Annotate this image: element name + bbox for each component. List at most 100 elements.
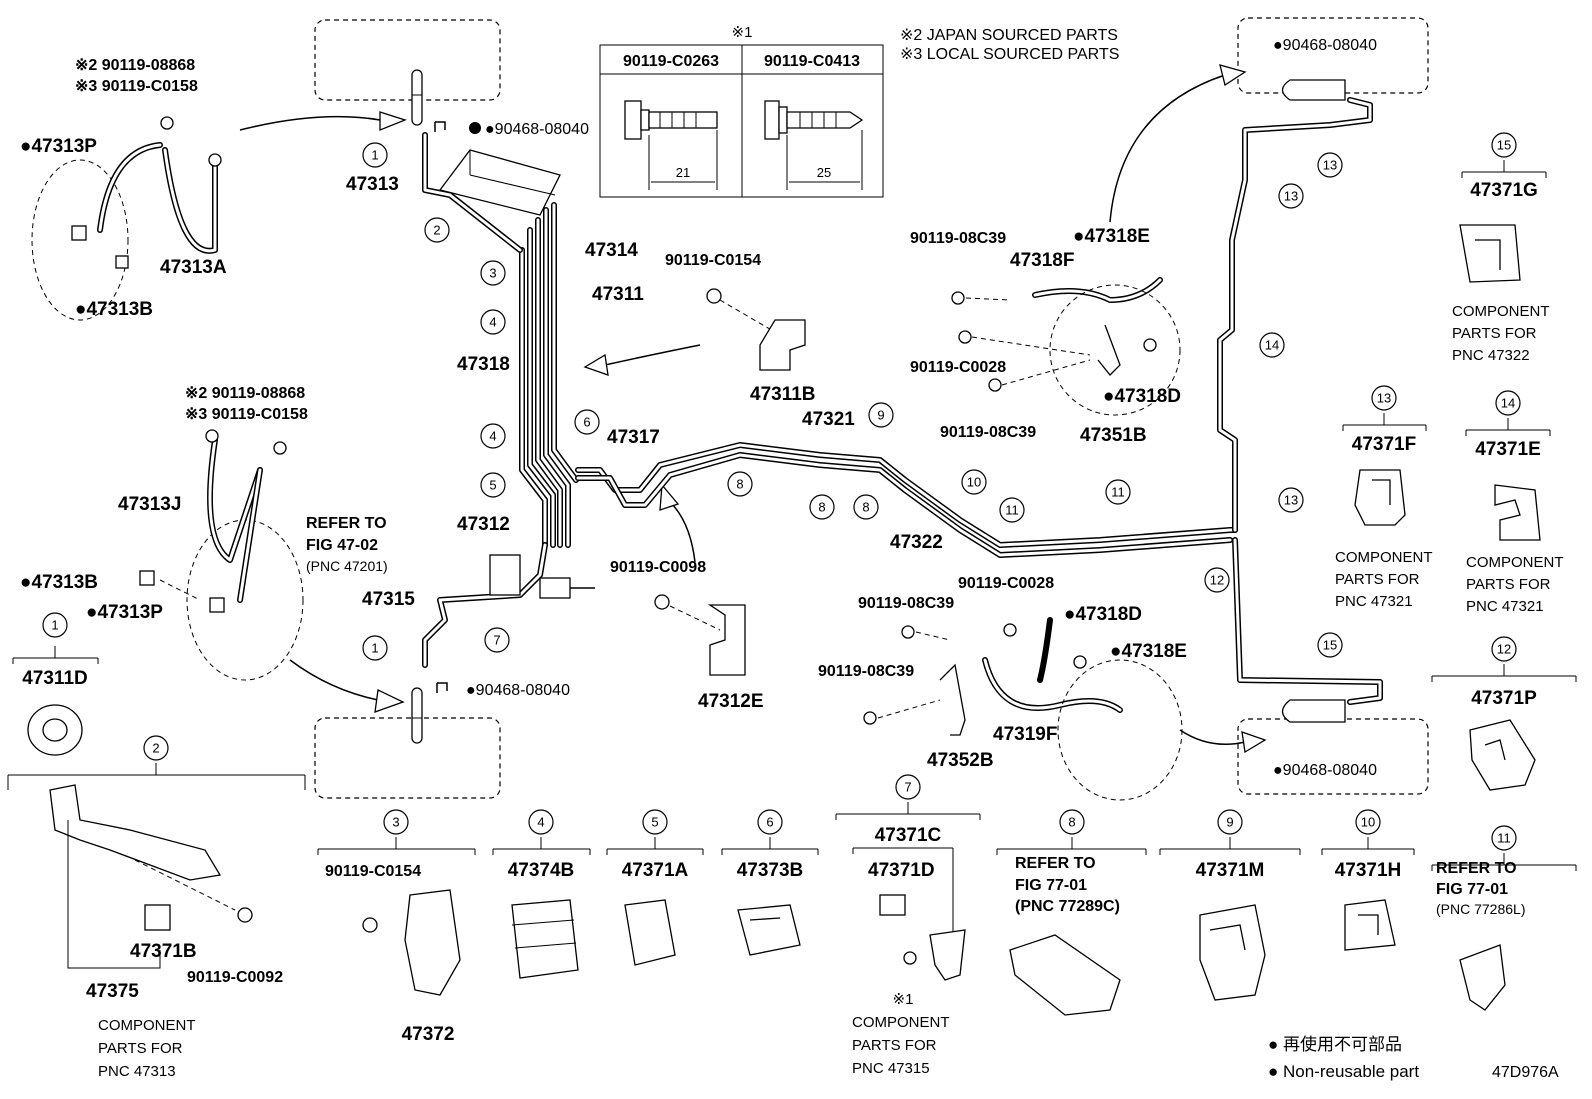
callout-7: 7 — [895, 774, 921, 800]
clip-right-bottom-label: ●90468-08040 — [1273, 762, 1377, 779]
tube-end-bracket-bottom-icon — [1281, 699, 1346, 723]
body-attach-box-right-top — [1237, 17, 1429, 94]
callout-number: 10 — [967, 475, 981, 490]
legend-item-13: 47371F COMPONENT PARTS FOR PNC 47321 — [1335, 413, 1433, 610]
stud-pin-bottom — [411, 687, 423, 744]
label-47318D-bottom: ●47318D — [1064, 604, 1142, 625]
bolt-len-25: 25 — [817, 165, 831, 180]
callout-number: 1 — [51, 618, 58, 633]
svg-text:PARTS FOR: PARTS FOR — [98, 1040, 183, 1057]
clip-47371P-icon — [1469, 719, 1536, 791]
svg-text:47371P: 47371P — [1471, 688, 1537, 709]
tube-bundle-47311 — [519, 202, 579, 548]
callout-1: 1 — [362, 635, 388, 661]
label-90119-08C39-b: 90119-08C39 — [940, 424, 1036, 441]
label-47313B-top: ●47313B — [75, 299, 153, 320]
clip-top-label: ●90468-08040 — [485, 121, 589, 138]
figure-id: 47D976A — [1492, 1064, 1559, 1081]
callout-number: 5 — [651, 815, 658, 830]
clip-77289C-icon — [1009, 934, 1121, 1016]
legend-item-11: REFER TO FIG 77-01 (PNC 77286L) — [1431, 853, 1577, 1011]
callout-13: 13 — [1371, 385, 1397, 411]
svg-text:REFER TO: REFER TO — [1436, 860, 1517, 877]
svg-text:47371C: 47371C — [875, 825, 942, 846]
callout-7: 7 — [484, 627, 510, 653]
svg-text:47374B: 47374B — [508, 860, 575, 881]
svg-text:COMPONENT: COMPONENT — [1452, 303, 1550, 320]
clip-47371M-icon — [1199, 904, 1266, 1001]
clip-47371A-icon — [624, 899, 676, 966]
bolt-21-icon — [624, 100, 718, 190]
svg-text:47371E: 47371E — [1475, 439, 1541, 460]
callout-number: 14 — [1501, 396, 1515, 411]
svg-text:COMPONENT: COMPONENT — [852, 1014, 950, 1031]
callout-number: 8 — [818, 500, 825, 515]
label-47318: 47318 — [457, 354, 510, 375]
svg-text:47371H: 47371H — [1335, 860, 1402, 881]
svg-text:(PNC 77289C): (PNC 77289C) — [1015, 898, 1120, 915]
clip-47371H-icon — [1344, 899, 1396, 951]
svg-text:47371G: 47371G — [1470, 180, 1538, 201]
flex-hose-47318F — [1032, 277, 1163, 303]
callout-5: 5 — [480, 472, 506, 498]
callout-11: 11 — [1105, 479, 1131, 505]
label-47351B: 47351B — [1080, 425, 1147, 446]
clip-47372-icon — [404, 889, 461, 996]
label-47312E: 47312E — [698, 691, 764, 712]
callout-15: 15 — [1317, 632, 1343, 658]
callout-9: 9 — [868, 402, 894, 428]
svg-text:47311D: 47311D — [22, 668, 88, 689]
label-47352B: 47352B — [927, 750, 994, 771]
body-attach-box-bottom — [314, 717, 501, 799]
svg-text:47371M: 47371M — [1196, 860, 1265, 881]
tube-47315 — [422, 542, 548, 668]
callout-number: 7 — [904, 780, 911, 795]
arrow-to-right-top-box — [1109, 74, 1226, 223]
svg-text:47373B: 47373B — [737, 860, 804, 881]
legend-item-8: REFER TO FIG 77-01 (PNC 77289C) — [996, 837, 1147, 1016]
callout-number: 13 — [1323, 158, 1337, 173]
callout-number: 8 — [1068, 815, 1075, 830]
label-47315: 47315 — [362, 589, 415, 610]
clip-mid-label: ●90468-08040 — [466, 682, 570, 699]
callout-10: 10 — [961, 469, 987, 495]
label-90119-C0028-b: 90119-C0028 — [958, 575, 1054, 592]
arrow-to-top-box — [239, 115, 381, 131]
legend-item-6: 47373B — [721, 837, 819, 956]
bolt-icon — [1143, 338, 1157, 352]
bracket-47375-icon — [49, 784, 222, 881]
clip-47373B-icon — [737, 904, 801, 956]
label-47313J: 47313J — [118, 494, 181, 515]
label-47319F: 47319F — [993, 724, 1057, 745]
callout-number: 11 — [1497, 831, 1511, 846]
clip-top-icon — [434, 121, 446, 132]
bolt-len-21: 21 — [676, 165, 690, 180]
callout-number: 4 — [489, 315, 496, 330]
callout-number: 5 — [489, 478, 496, 493]
clip-47371D-icon — [879, 894, 906, 916]
legend-item-14: 47371E COMPONENT PARTS FOR PNC 47321 — [1465, 418, 1564, 615]
callout-number: 4 — [489, 429, 496, 444]
svg-text:COMPONENT: COMPONENT — [1335, 549, 1433, 566]
label-47313A: 47313A — [160, 257, 227, 278]
svg-text:COMPONENT: COMPONENT — [1466, 554, 1564, 571]
callout-10: 10 — [1355, 809, 1381, 835]
callout-number: 1 — [371, 641, 378, 656]
label-47311B: 47311B — [750, 384, 816, 405]
callout-number: 9 — [1226, 815, 1233, 830]
label-47318E-bottom: ●47318E — [1110, 641, 1187, 662]
callout-8: 8 — [809, 494, 835, 520]
svg-text:PNC 47321: PNC 47321 — [1335, 593, 1413, 610]
label-90119-08C39-a: 90119-08C39 — [910, 230, 1006, 247]
callout-13: 13 — [1278, 183, 1304, 209]
svg-text:(PNC 47201): (PNC 47201) — [306, 558, 388, 574]
label-47317: 47317 — [607, 427, 660, 448]
callout-8: 8 — [727, 471, 753, 497]
label-47311: 47311 — [592, 284, 644, 305]
label-47318F: 47318F — [1010, 250, 1074, 271]
bracket-47371C-icon — [929, 929, 966, 981]
svg-text:PNC 47322: PNC 47322 — [1452, 347, 1530, 364]
label-90119-08C39-d: 90119-08C39 — [818, 663, 914, 680]
callout-13: 13 — [1278, 487, 1304, 513]
legend-nonreusable-en: ● Non-reusable part — [1268, 1062, 1419, 1081]
